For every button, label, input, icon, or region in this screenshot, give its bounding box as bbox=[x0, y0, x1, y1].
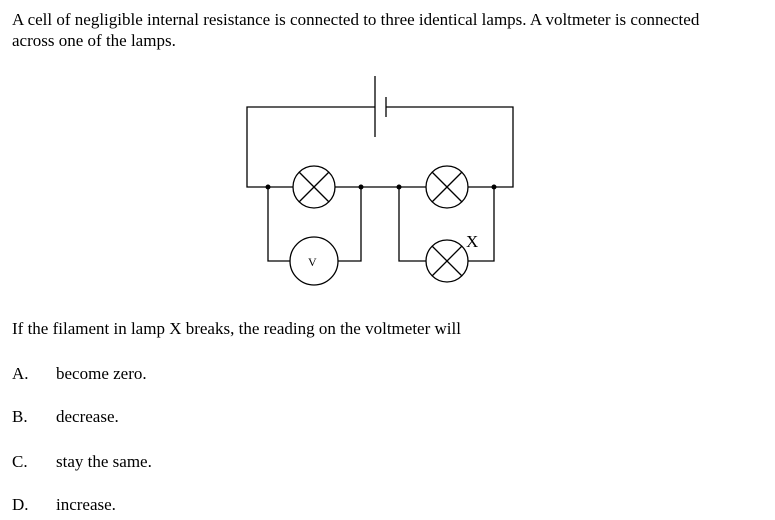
question-prompt: If the filament in lamp X breaks, the re… bbox=[12, 319, 461, 338]
option-text: increase. bbox=[56, 495, 116, 514]
lamp-x-icon bbox=[425, 239, 469, 283]
voltmeter-icon bbox=[289, 236, 339, 286]
option-text: become zero. bbox=[56, 364, 147, 383]
lamp-2-icon bbox=[425, 165, 469, 209]
lamp-1-icon bbox=[292, 165, 336, 209]
junction-dots bbox=[265, 184, 497, 190]
option-text: stay the same. bbox=[56, 452, 152, 471]
lamp-x-label: X bbox=[466, 232, 479, 251]
option-letter: B. bbox=[12, 407, 28, 426]
option-letter: A. bbox=[12, 364, 29, 383]
question-stem-line2: across one of the lamps. bbox=[12, 31, 176, 50]
option-letter: C. bbox=[12, 452, 28, 471]
option-text: decrease. bbox=[56, 407, 119, 426]
voltmeter-label: V bbox=[308, 255, 317, 269]
question-stem-line1: A cell of negligible internal resistance… bbox=[12, 10, 700, 29]
option-letter: D. bbox=[12, 495, 29, 514]
cell-icon bbox=[374, 76, 387, 137]
